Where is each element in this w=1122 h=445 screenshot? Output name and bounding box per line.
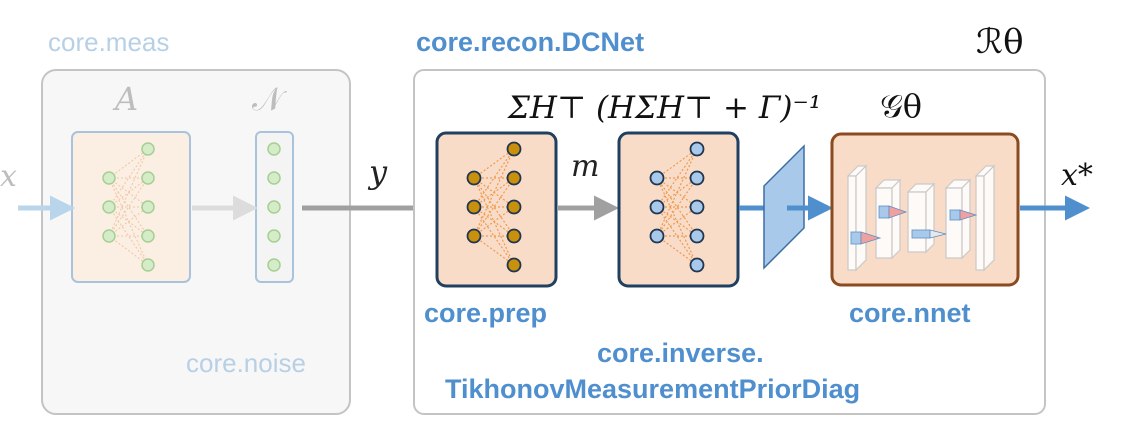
- core-prep-label: core.prep: [424, 298, 547, 328]
- core-inverse-label-line1: core.inverse.: [597, 338, 764, 368]
- core-inverse-label-line2: TikhonovMeasurementPriorDiag: [445, 374, 860, 404]
- meas-m-symbol: m: [571, 149, 599, 184]
- generator-symbol: 𝒢θ: [880, 87, 922, 125]
- prep-network: [435, 131, 558, 288]
- noise-n-box: [255, 131, 294, 283]
- image-plane-icon: [763, 144, 805, 270]
- output-x-star-symbol: x*: [1061, 158, 1093, 193]
- inverse-network: [617, 131, 740, 288]
- tikhonov-formula: ΣH⊤ (HΣH⊤ + Γ)⁻¹: [507, 90, 821, 126]
- core-meas-label: core.meas: [48, 27, 169, 57]
- core-recon-label: core.recon.DCNet: [416, 27, 644, 57]
- core-noise-label: core.noise: [186, 348, 306, 378]
- matrix-a-symbol: A: [112, 80, 138, 118]
- nnet-block: [830, 132, 1020, 287]
- matrix-a-network: [71, 131, 191, 283]
- recon-r-symbol: ℛθ: [976, 22, 1024, 62]
- core-nnet-label: core.nnet: [849, 298, 971, 328]
- meas-y-symbol: y: [367, 153, 388, 191]
- noise-n-symbol: 𝒩: [252, 80, 287, 118]
- input-x-symbol: x: [0, 159, 17, 194]
